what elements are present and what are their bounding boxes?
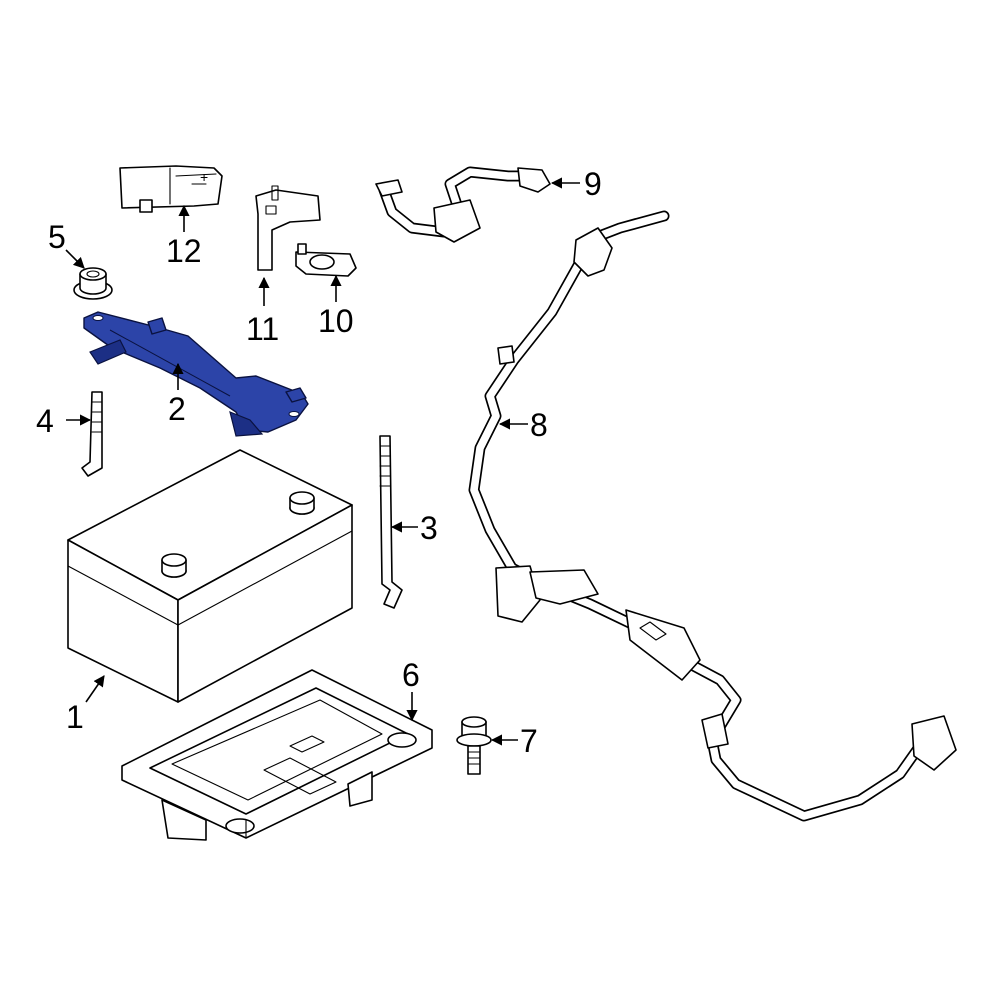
callout-number: 4 — [36, 403, 54, 439]
callout-number: 10 — [318, 303, 354, 339]
battery[interactable] — [67, 449, 353, 703]
callout-3[interactable]: 3 — [390, 510, 438, 546]
battery-cable-harness[interactable] — [468, 210, 957, 822]
callout-4[interactable]: 4 — [36, 403, 92, 439]
callout-number: 11 — [246, 311, 279, 347]
callout-7[interactable]: 7 — [490, 723, 538, 759]
callout-number: 9 — [584, 166, 602, 202]
callout-12[interactable]: 12 — [166, 204, 202, 269]
flange-bolt[interactable] — [456, 716, 492, 775]
positive-terminal-mark: + — [200, 169, 208, 185]
positive-terminal-bracket[interactable] — [255, 185, 321, 271]
callout-5[interactable]: 5 — [48, 219, 85, 269]
callout-9[interactable]: 9 — [550, 166, 602, 202]
hold-down-rod-long[interactable] — [379, 435, 403, 609]
callout-number: 3 — [420, 510, 438, 546]
battery-terminal-clamp[interactable] — [295, 243, 357, 277]
callout-11[interactable]: 11 — [246, 276, 279, 347]
battery-terminal-post — [161, 553, 187, 578]
callout-8[interactable]: 8 — [498, 407, 548, 443]
battery-hold-down-bracket[interactable] — [83, 311, 309, 437]
positive-battery-cable[interactable] — [375, 166, 551, 243]
callout-10[interactable]: 10 — [318, 274, 354, 339]
callout-number: 6 — [402, 657, 420, 693]
battery-tray[interactable] — [121, 669, 433, 841]
callout-number: 1 — [66, 699, 84, 735]
callout-number: 7 — [520, 723, 538, 759]
battery-terminal-post — [289, 491, 315, 515]
callout-number: 8 — [530, 407, 548, 443]
callout-6[interactable]: 6 — [402, 657, 420, 722]
flange-nut[interactable] — [73, 267, 113, 300]
callout-number: 5 — [48, 219, 66, 255]
callout-2[interactable]: 2 — [168, 362, 186, 427]
hold-down-rod-short[interactable] — [81, 391, 103, 477]
callout-number: 12 — [166, 233, 202, 269]
callout-number: 2 — [168, 391, 186, 427]
callout-1[interactable]: 1 — [66, 675, 105, 735]
fuse-block[interactable]: + — [119, 165, 223, 213]
